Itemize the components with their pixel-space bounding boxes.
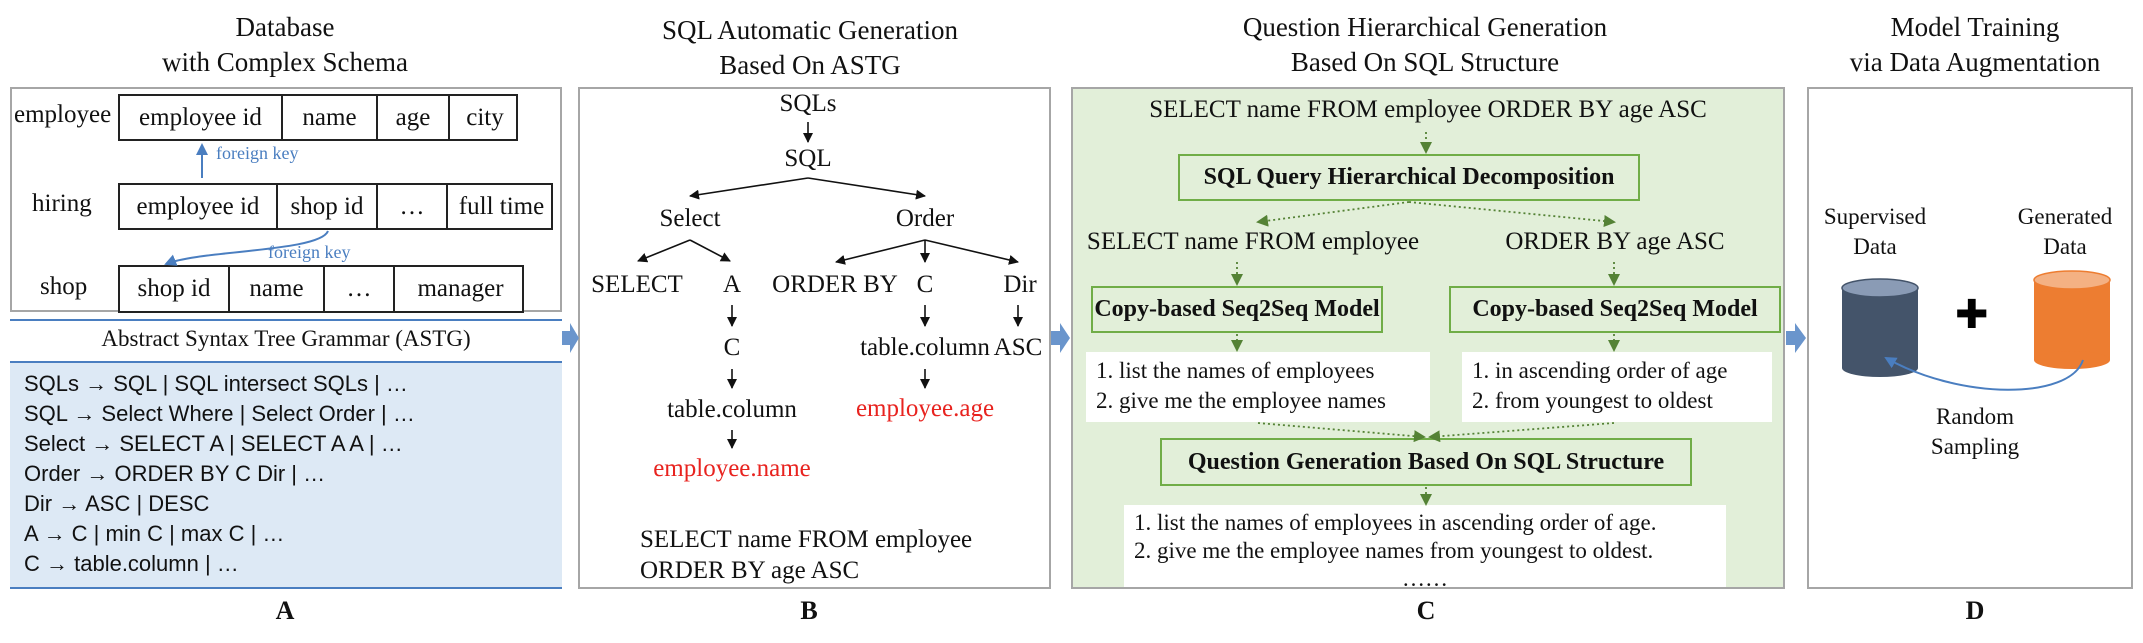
panel-arrow-cd-icon [1786, 323, 1806, 353]
column-name: name [230, 267, 325, 311]
astg-rule: Order → ORDER BY C Dir | … [24, 461, 326, 486]
node-sqls: SQLs [779, 90, 837, 117]
generated-sql-line1: SELECT name FROM employee [640, 526, 973, 553]
panel-a-title: Database with Complex Schema [50, 10, 520, 80]
node-select: Select [659, 205, 721, 232]
astg-rule: Dir → ASC | DESC [24, 491, 210, 516]
panel-d-letter: D [1965, 596, 1985, 625]
decomposition-box: SQL Query Hierarchical Decomposition [1178, 154, 1640, 201]
node-c-left: C [723, 334, 741, 361]
panel-b-title: SQL Automatic Generation Based On ASTG [575, 13, 1045, 83]
astg-rule: A → C | min C | max C | … [24, 521, 285, 546]
astg-heading: Abstract Syntax Tree Grammar (ASTG) [101, 326, 471, 351]
column-employee-id: employee id [120, 185, 278, 228]
panel-d-title-line2: via Data Augmentation [1849, 47, 2101, 77]
column-ellipsis: … [325, 267, 395, 311]
ellipsis: …… [1402, 566, 1448, 591]
question-item: 2. give me the employee names from young… [1134, 538, 1654, 563]
column-city: city [466, 103, 504, 131]
astg-rule: C → table.column | … [24, 551, 239, 576]
table-label-hiring: hiring [32, 190, 92, 217]
table-label-shop: shop [40, 273, 88, 300]
question-item: 1. list the names of employees in ascend… [1134, 510, 1657, 535]
panel-a-title-line1: Database [235, 12, 335, 42]
generated-sql-line2: ORDER BY age ASC [640, 557, 860, 584]
final-questions: 1. list the names of employees in ascend… [1124, 505, 1726, 591]
seq2seq-model-left: Copy-based Seq2Seq Model [1091, 286, 1383, 333]
astg-rules: SQLs → SQL | SQL intersect SQLs | … SQL … [10, 362, 562, 588]
column-shop-id: shop id [120, 267, 230, 311]
node-a: A [722, 271, 742, 298]
panel-c-title: Question Hierarchical Generation Based O… [1160, 10, 1690, 80]
node-dir: Dir [1003, 271, 1037, 298]
node-sql: SQL [784, 145, 832, 172]
node-employee-age: employee.age [855, 395, 995, 422]
seq2seq-model-right: Copy-based Seq2Seq Model [1449, 286, 1781, 333]
node-order: Order [895, 205, 955, 232]
panel-b-title-line1: SQL Automatic Generation [662, 15, 958, 45]
questions-left: 1. list the names of employees 2. give m… [1086, 352, 1430, 422]
column-shop-id: shop id [278, 185, 378, 228]
panel-a-letter: A [275, 596, 295, 625]
plus-icon: ✚ [1955, 292, 1989, 337]
column-ellipsis: … [378, 185, 448, 228]
question-item: 2. give me the employee names [1096, 388, 1386, 413]
panel-c-title-line1: Question Hierarchical Generation [1242, 12, 1608, 42]
panel-b-title-line2: Based On ASTG [719, 50, 901, 80]
question-item: 1. list the names of employees [1096, 358, 1375, 383]
generated-data-label: Generated Data [2017, 204, 2113, 259]
random-sampling-label: Random Sampling [1930, 404, 2020, 459]
node-c-right: C [916, 271, 934, 298]
question-item: 2. from youngest to oldest [1472, 388, 1713, 413]
panel-d-title-line1: Model Training [1890, 12, 2060, 42]
node-table-column-right: table.column [860, 334, 990, 361]
panel-c-title-line2: Based On SQL Structure [1290, 47, 1560, 77]
question-item: 1. in ascending order of age [1472, 358, 1728, 383]
supervised-data-label: Supervised Data [1823, 204, 1927, 259]
supervised-data-cylinder-icon [1841, 278, 1919, 377]
column-full-time: full time [458, 192, 545, 220]
foreign-key-label-2: foreign key [268, 242, 351, 262]
panel-b-letter: B [800, 596, 818, 625]
panel-arrow-ab-icon [562, 323, 579, 353]
astg-rule: SQLs → SQL | SQL intersect SQLs | … [24, 371, 408, 396]
foreign-key-label-1: foreign key [216, 143, 299, 163]
table-label-employee: employee [14, 101, 112, 128]
astg-rule: SQL → Select Where | Select Order | … [24, 401, 415, 426]
clause-select: SELECT name FROM employee [1086, 228, 1420, 255]
node-asc: ASC [993, 334, 1043, 361]
table-shop: shop id name … manager [118, 265, 524, 313]
panel-a-title-line2: with Complex Schema [162, 47, 408, 77]
node-table-column-left: table.column [667, 396, 797, 423]
input-sql-query: SELECT name FROM employee ORDER BY age A… [1149, 96, 1707, 123]
generated-data-cylinder-icon [2033, 270, 2111, 369]
table-hiring: employee id shop id … full time [118, 183, 553, 230]
column-name: name [283, 96, 378, 139]
table-employee: employee id name age city [118, 94, 518, 141]
panel-d-title: Model Training via Data Augmentation [1815, 10, 2135, 80]
panel-arrow-bc-icon [1051, 323, 1070, 353]
questions-right: 1. in ascending order of age 2. from you… [1462, 352, 1772, 422]
column-employee-id: employee id [120, 96, 283, 139]
panel-c-letter: C [1416, 596, 1436, 625]
node-select-keyword: SELECT [591, 271, 683, 298]
clause-order: ORDER BY age ASC [1505, 228, 1725, 255]
question-generation-box: Question Generation Based On SQL Structu… [1160, 438, 1692, 486]
column-age: age [378, 96, 450, 139]
node-order-by: ORDER BY [772, 271, 898, 298]
astg-rule: Select → SELECT A | SELECT A A | … [24, 431, 403, 456]
column-manager: manager [417, 275, 504, 302]
astg-panel [578, 87, 1051, 589]
node-employee-name: employee.name [653, 455, 811, 482]
